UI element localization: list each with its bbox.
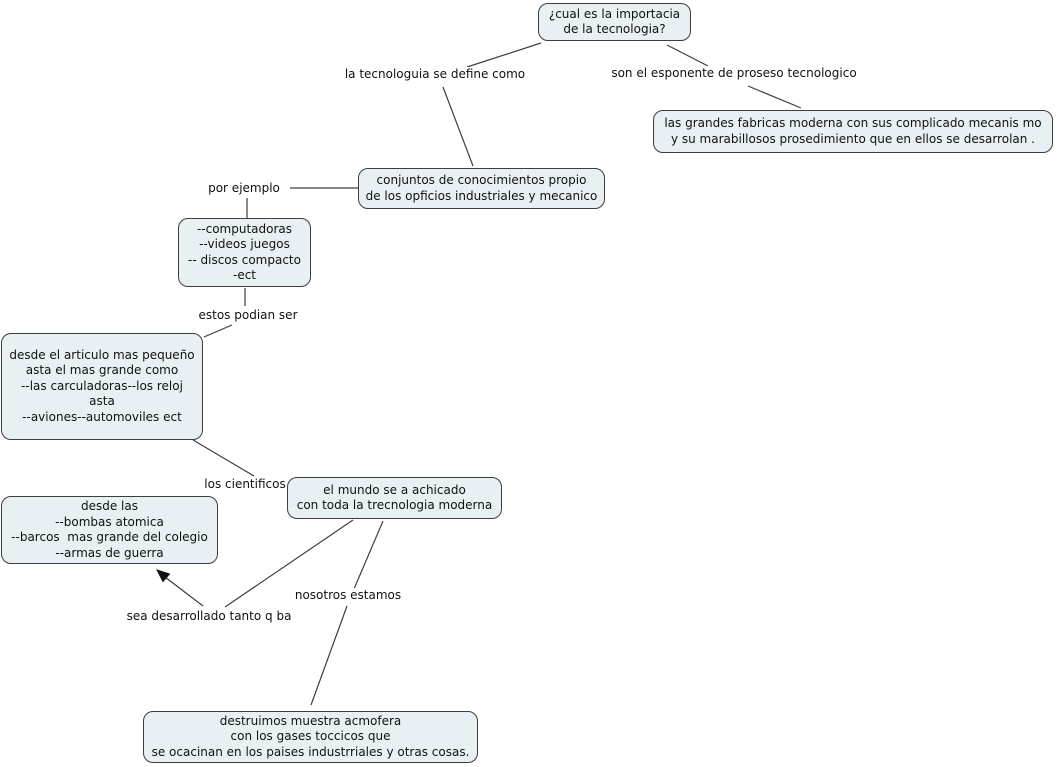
connector-articulo-cientificos bbox=[192, 439, 255, 477]
connector-esponente-fabricas bbox=[747, 85, 802, 109]
link-label-nosotros-estamos[interactable]: nosotros estamos bbox=[293, 588, 403, 602]
node-conjuntos-conocimientos[interactable]: conjuntos de conocimientos propio de los… bbox=[358, 168, 605, 209]
connector-pregunta-esponente bbox=[666, 44, 709, 67]
link-label-por-ejemplo[interactable]: por ejemplo bbox=[207, 181, 281, 195]
connector-seadesarrollado-armas bbox=[164, 576, 204, 607]
node-mundo-achicado[interactable]: el mundo se a achicado con toda la trecn… bbox=[287, 477, 502, 519]
connector-pregunta-sedefine bbox=[466, 42, 542, 68]
link-label-esponente[interactable]: son el esponente de proseso tecnologico bbox=[610, 66, 858, 80]
node-grandes-fabricas[interactable]: las grandes fabricas moderna con sus com… bbox=[653, 110, 1053, 153]
node-destruimos-atmosfera[interactable]: destruimos muestra acmofera con los gase… bbox=[143, 711, 478, 763]
link-label-se-define-como[interactable]: la tecnologuia se define como bbox=[343, 67, 527, 81]
node-articulo-rango[interactable]: desde el articulo mas pequeño asta el ma… bbox=[1, 333, 203, 440]
connector-nosotros-destruimos bbox=[310, 605, 348, 706]
node-computadoras-list[interactable]: --computadoras --videos juegos -- discos… bbox=[178, 218, 311, 287]
connector-mundo-seadesarrollado bbox=[224, 519, 354, 608]
link-label-estos-podian-ser[interactable]: estos podian ser bbox=[197, 308, 299, 322]
arrowhead-to-armas bbox=[155, 569, 171, 583]
node-armas-list[interactable]: desde las --bombas atomica --barcos mas … bbox=[1, 496, 218, 564]
node-pregunta-tecnologia[interactable]: ¿cual es la importacia de la tecnologia? bbox=[538, 3, 691, 41]
link-label-sea-desarrollado[interactable]: sea desarrollado tanto q ba bbox=[125, 609, 293, 623]
connector-estos-articulo bbox=[203, 324, 233, 338]
connector-mundo-nosotros bbox=[350, 520, 384, 597]
connector-sedefine-conjuntos bbox=[442, 86, 474, 167]
link-label-los-cientificos[interactable]: los cientificos bbox=[203, 477, 287, 491]
